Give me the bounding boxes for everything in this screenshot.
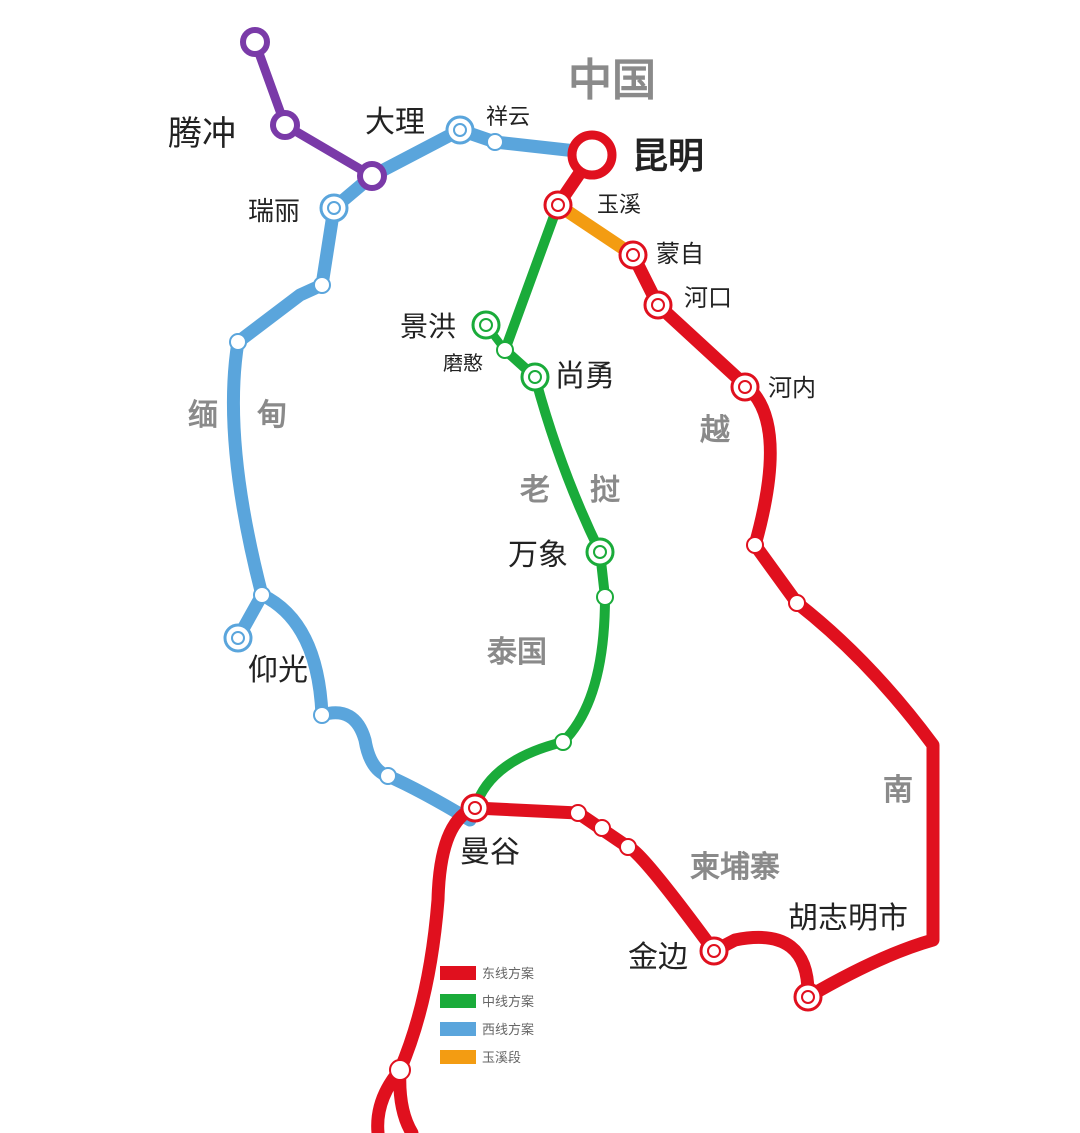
station-ruili[interactable]: [319, 193, 349, 223]
label-dali: 大理: [365, 105, 425, 140]
station-yuxi[interactable]: [543, 190, 573, 220]
station-tengchong-end[interactable]: [240, 27, 270, 57]
legend-label-central: 中线方案: [482, 994, 534, 1010]
label-myanmar-2: 甸: [257, 398, 287, 433]
label-vietnam-1: 越: [700, 413, 731, 448]
station-mohan[interactable]: [496, 341, 514, 359]
station-mengzi[interactable]: [618, 240, 648, 270]
label-shangyong: 尚勇: [555, 359, 615, 394]
label-vientiane: 万象: [508, 538, 568, 573]
station-jinghong[interactable]: [471, 310, 501, 340]
label-mengzi: 蒙自: [656, 240, 704, 268]
label-hanoi: 河内: [768, 374, 816, 402]
label-xiangyun: 祥云: [486, 105, 530, 130]
central-line: [470, 200, 610, 813]
legend: 东线方案 中线方案 西线方案 玉溪段: [440, 966, 534, 1066]
label-thailand: 泰国: [487, 635, 547, 670]
label-tengchong: 腾冲: [168, 114, 236, 154]
legend-swatch-west: [440, 1022, 476, 1036]
legend-label-west: 西线方案: [482, 1022, 534, 1038]
station-hcmc[interactable]: [793, 982, 823, 1012]
label-mohan: 磨憨: [443, 351, 483, 375]
label-yuxi: 玉溪: [597, 193, 641, 218]
label-laos-1: 老: [520, 473, 550, 508]
label-yangon: 仰光: [248, 653, 308, 688]
label-laos-2: 挝: [590, 473, 621, 508]
label-hekou: 河口: [684, 284, 732, 312]
station-hekou[interactable]: [643, 290, 673, 320]
station-shangyong[interactable]: [520, 362, 550, 392]
station-vientiane[interactable]: [585, 537, 615, 567]
station-hanoi[interactable]: [730, 372, 760, 402]
station-junction-purple[interactable]: [357, 161, 387, 191]
station-dali[interactable]: [445, 115, 475, 145]
station-yangon[interactable]: [223, 623, 253, 653]
legend-swatch-east: [440, 966, 476, 980]
legend-swatch-central: [440, 994, 476, 1008]
legend-swatch-yuxi: [440, 1050, 476, 1064]
legend-label-yuxi: 玉溪段: [482, 1051, 521, 1066]
station-bangkok[interactable]: [460, 793, 490, 823]
label-phnompenh: 金边: [628, 940, 688, 975]
label-hcmc: 胡志明市: [788, 901, 908, 936]
legend-label-east: 东线方案: [482, 966, 534, 982]
station-kunming[interactable]: [567, 130, 617, 180]
station-tengchong[interactable]: [270, 110, 300, 140]
label-bangkok: 曼谷: [460, 835, 520, 870]
label-kunming: 昆明: [632, 136, 704, 177]
tengchong-line: [250, 37, 377, 181]
station-phnompenh[interactable]: [699, 936, 729, 966]
label-myanmar-1: 缅: [188, 398, 218, 433]
label-vietnam-2: 南: [883, 773, 913, 808]
label-jinghong: 景洪: [400, 310, 456, 343]
west-line: [226, 123, 592, 827]
label-cambodia: 柬埔寨: [690, 850, 780, 885]
station-xiangyun[interactable]: [486, 133, 504, 151]
label-china: 中国: [568, 55, 656, 106]
label-ruili: 瑞丽: [248, 197, 300, 227]
yuxi-segment: [551, 198, 640, 262]
